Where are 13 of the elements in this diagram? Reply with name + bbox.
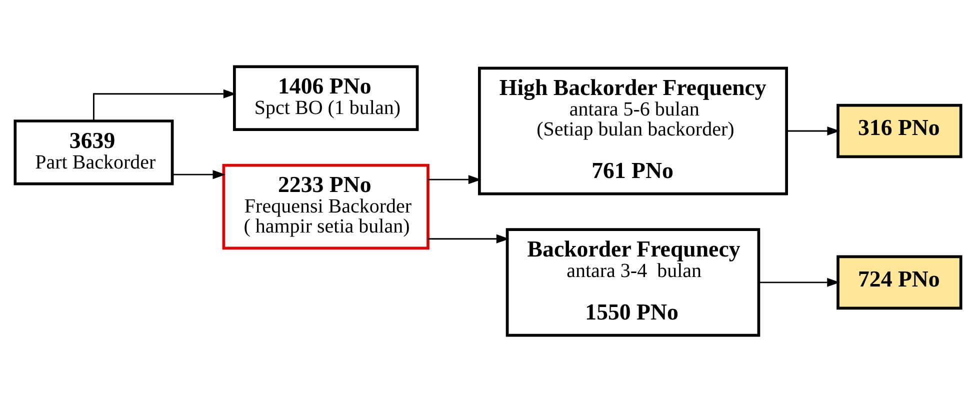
node-box: 1406 PNo Spct BO (1 bulan)	[233, 64, 419, 130]
arrow	[172, 170, 226, 179]
node-box: 3639 Part Backorder	[14, 119, 174, 185]
node-box: High Backorder Frequency antara 5-6 bulan (Setiap bulan backorder) 761 PNo	[478, 66, 788, 195]
node-box: 724 PNo	[836, 254, 962, 310]
arrow	[786, 126, 840, 135]
node-box: Backorder Frequnecy antara 3-4 bulan 1550 PNo	[506, 228, 760, 336]
node-box: 2233 PNo Frequensi Backorder ( hampir setia bulan)	[222, 163, 430, 250]
arrow	[428, 234, 510, 243]
arrow	[758, 277, 840, 286]
arrow	[93, 88, 236, 120]
arrow	[428, 174, 482, 184]
node-box: 316 PNo	[836, 103, 962, 158]
